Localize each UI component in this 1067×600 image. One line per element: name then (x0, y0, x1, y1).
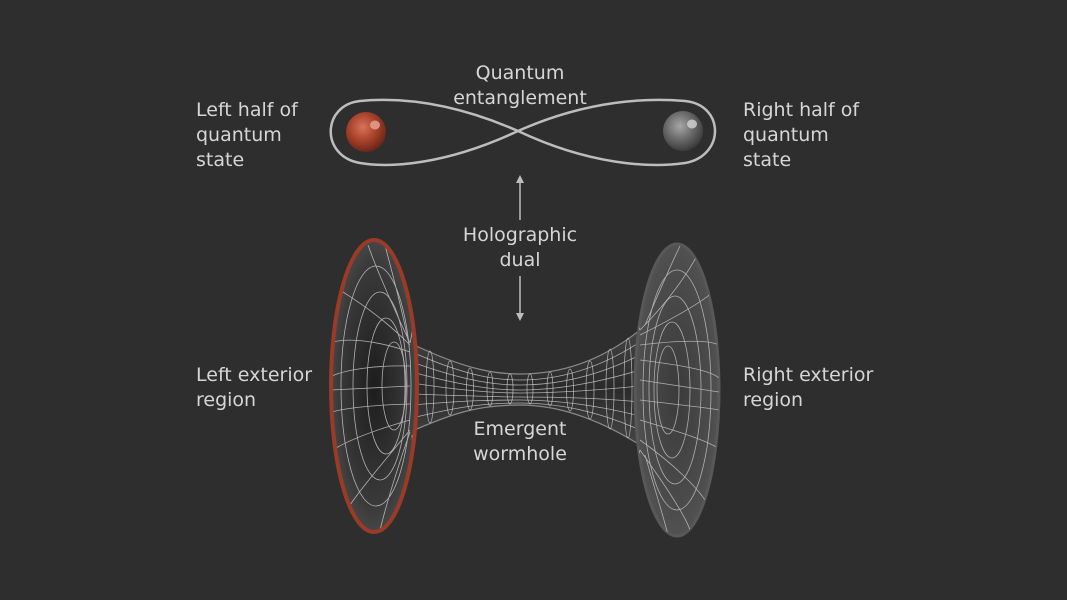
entanglement-label: Quantum entanglement (443, 61, 597, 111)
left-quantum-sphere (346, 112, 386, 152)
left-region-label-line2: region (196, 388, 312, 413)
holographic-dual-label: Holographic dual (448, 223, 592, 273)
holographic-arrow-down (516, 276, 524, 321)
wormhole-label: Emergent wormhole (455, 417, 585, 467)
right-quantum-sphere (663, 111, 703, 151)
right-exterior-disk (632, 244, 719, 536)
holographic-arrow-up (516, 175, 524, 220)
left-exterior-disk (331, 240, 417, 532)
right-state-label-line1: Right half of (743, 98, 859, 123)
right-region-label: Right exterior region (743, 363, 873, 413)
right-state-label-line3: state (743, 148, 859, 173)
entanglement-label-line2: entanglement (443, 86, 597, 111)
right-region-label-line2: region (743, 388, 873, 413)
left-sphere-highlight (370, 121, 380, 130)
holographic-label-line2: dual (448, 248, 592, 273)
right-region-label-line1: Right exterior (743, 363, 873, 388)
left-state-label-line1: Left half of (196, 98, 298, 123)
wormhole-label-line2: wormhole (455, 442, 585, 467)
right-sphere-highlight (687, 120, 697, 129)
right-state-label-line2: quantum (743, 123, 859, 148)
left-state-label-line3: state (196, 148, 298, 173)
left-region-label: Left exterior region (196, 363, 312, 413)
wormhole-label-line1: Emergent (455, 417, 585, 442)
right-state-label: Right half of quantum state (743, 98, 859, 173)
left-state-label: Left half of quantum state (196, 98, 298, 173)
left-region-label-line1: Left exterior (196, 363, 312, 388)
left-state-label-line2: quantum (196, 123, 298, 148)
holographic-label-line1: Holographic (448, 223, 592, 248)
entanglement-label-line1: Quantum (443, 61, 597, 86)
